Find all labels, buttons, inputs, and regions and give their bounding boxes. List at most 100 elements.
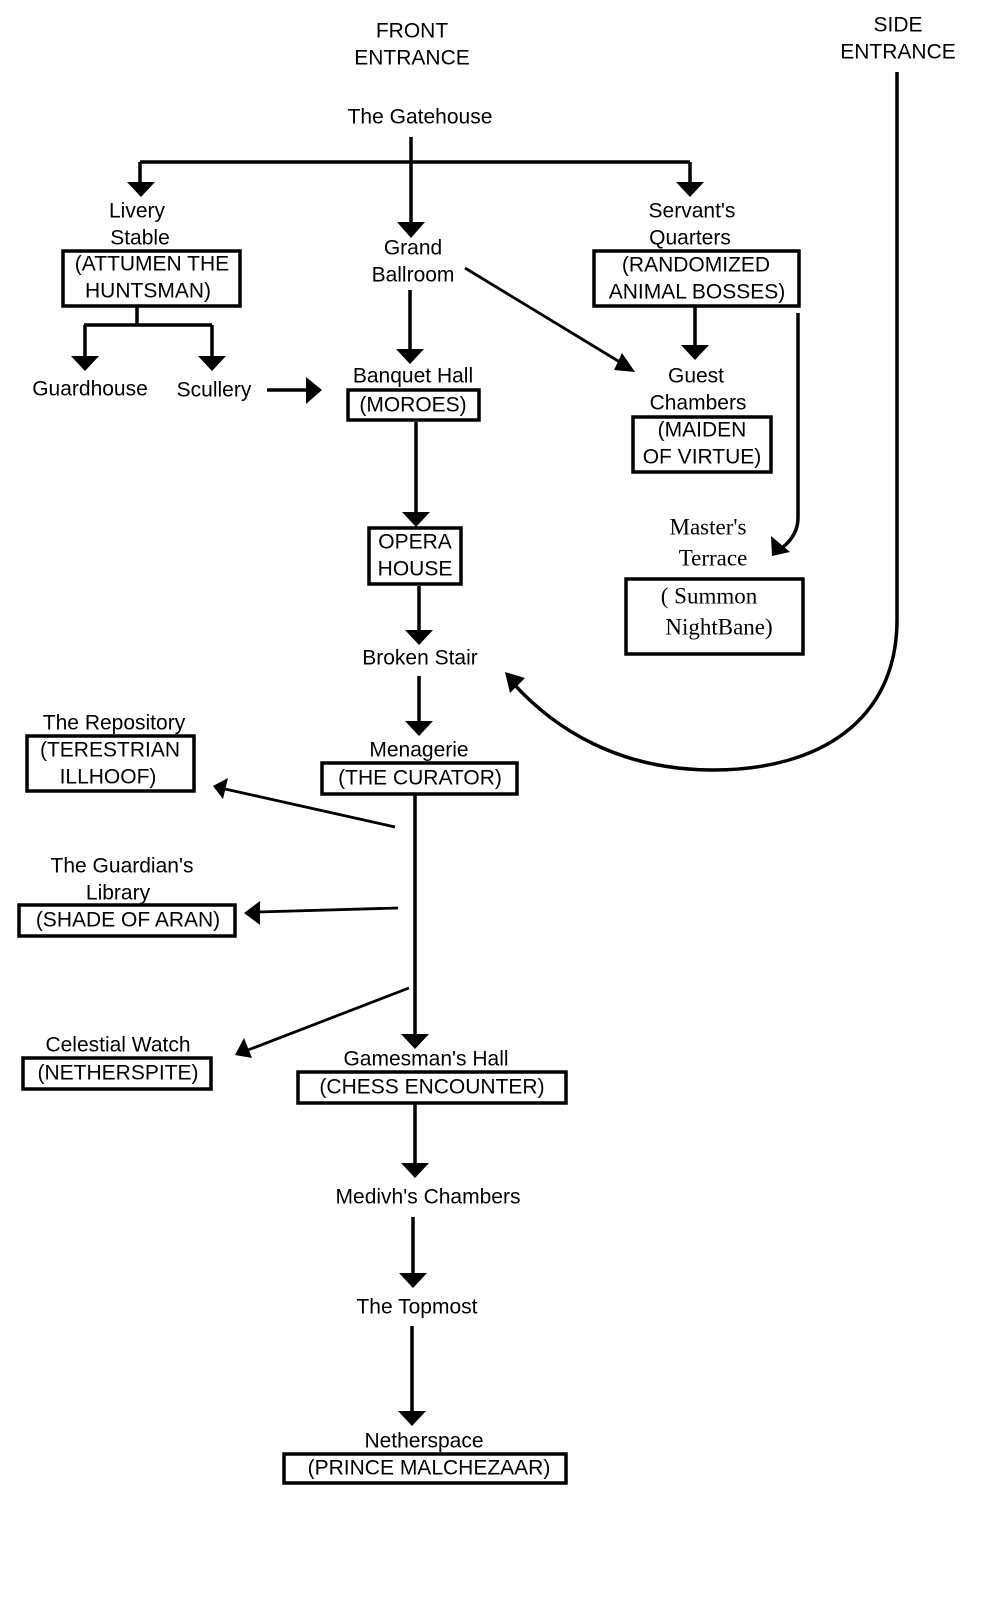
side-entrance-line-2: ENTRANCE	[840, 41, 956, 64]
boss-animal-line-2: ANIMAL BOSSES)	[609, 281, 786, 304]
boss-netherspite: (NETHERSPITE)	[37, 1062, 198, 1085]
connector-servants-terrace	[771, 313, 800, 556]
front-entrance-line-2: ENTRANCE	[354, 47, 470, 70]
node-guardians-library: The Guardian's Library (SHADE OF ARAN)	[17, 855, 237, 938]
arrowhead-icon	[402, 512, 430, 527]
room-livery-stable-line-1: Livery	[109, 200, 166, 223]
boss-box	[61, 249, 242, 308]
room-opera-house-line-1: OPERA	[378, 531, 452, 554]
side-entrance-line-1: SIDE	[873, 14, 922, 37]
connector-line	[83, 306, 214, 357]
room-guest-chambers-line-1: Guest	[668, 365, 724, 388]
node-celestial-watch: Celestial Watch (NETHERSPITE)	[21, 1034, 213, 1091]
room-grand-ballroom-line-2: Ballroom	[372, 264, 455, 287]
connector-topmost-netherspace	[398, 1326, 426, 1426]
connector-menagerie-celestial	[235, 986, 410, 1058]
node-repository: The Repository (TERESTRIAN ILLHOOF)	[25, 712, 196, 793]
node-gamesmans-hall: Gamesman's Hall (CHESS ENCOUNTER)	[296, 1048, 568, 1105]
connector-scullery-banquet	[267, 377, 322, 404]
node-servants-quarters: Servant's Quarters (RANDOMIZED ANIMAL BO…	[592, 200, 801, 308]
room-broken-stair: Broken Stair	[362, 647, 478, 670]
room-guardhouse: Guardhouse	[32, 378, 148, 401]
room-menagerie: Menagerie	[369, 739, 468, 762]
front-entrance-label: FRONT ENTRANCE	[354, 20, 470, 70]
connector-line	[510, 72, 899, 772]
connector-medivh-topmost	[399, 1217, 427, 1288]
arrowhead-icon	[398, 1411, 426, 1426]
connector-line	[224, 787, 396, 829]
boss-box	[320, 761, 519, 796]
boss-animal-line-1: (RANDOMIZED	[622, 254, 770, 277]
boss-box	[282, 1452, 568, 1485]
boss-illhoof-line-1: (TERESTRIAN	[40, 739, 180, 762]
connector-menagerie-trunk	[401, 795, 429, 1049]
connector-line	[464, 266, 629, 369]
boss-nightbane-line-1: ( Summon	[661, 584, 758, 609]
connector-side-entrance-stair	[505, 72, 899, 772]
arrowhead-icon	[198, 356, 226, 371]
connector-stair-menagerie	[405, 676, 433, 736]
arrowhead-icon	[397, 222, 425, 238]
node-netherspace: Netherspace (PRINCE MALCHEZAAR)	[282, 1430, 568, 1485]
connector-line	[247, 986, 410, 1052]
boss-box	[592, 249, 801, 308]
arrowhead-icon	[614, 353, 635, 372]
boss-box	[17, 903, 237, 938]
connector-ballroom-banquet	[396, 290, 424, 364]
room-livery-stable-line-2: Stable	[110, 227, 170, 250]
node-livery-stable: Livery Stable (ATTUMEN THE HUNTSMAN)	[61, 200, 242, 308]
boss-moroes: (MOROES)	[359, 394, 466, 417]
room-guardians-library-line-2: Library	[86, 882, 151, 905]
room-gamesmans-hall: Gamesman's Hall	[343, 1048, 508, 1071]
boss-attumen-line-1: (ATTUMEN THE	[75, 253, 229, 276]
boss-box	[367, 526, 463, 586]
arrowhead-icon	[71, 356, 99, 371]
room-guest-chambers-line-2: Chambers	[650, 392, 747, 415]
connector-livery-split	[71, 306, 226, 371]
room-celestial-watch: Celestial Watch	[45, 1034, 190, 1057]
room-grand-ballroom-line-1: Grand	[384, 237, 442, 260]
boss-curator: (THE CURATOR)	[338, 767, 502, 790]
arrowhead-icon	[401, 1163, 429, 1178]
room-masters-terrace-line-2: Terrace	[679, 546, 748, 571]
boss-box	[631, 415, 773, 474]
room-netherspace: Netherspace	[364, 1430, 483, 1453]
connector-line	[780, 313, 800, 550]
arrowhead-icon	[213, 778, 228, 799]
room-servants-quarters-line-1: Servant's	[649, 200, 736, 223]
boss-box	[25, 734, 196, 793]
node-masters-terrace: Master's Terrace ( Summon NightBane)	[624, 515, 805, 656]
room-banquet-hall: Banquet Hall	[353, 365, 473, 388]
boss-chess: (CHESS ENCOUNTER)	[319, 1076, 544, 1099]
boss-illhoof-line-2: ILLHOOF)	[60, 766, 157, 789]
arrowhead-icon	[127, 182, 155, 197]
room-servants-quarters-line-2: Quarters	[649, 227, 731, 250]
arrowhead-icon	[399, 1273, 427, 1288]
arrowhead-icon	[676, 182, 704, 197]
arrowhead-icon	[396, 349, 424, 364]
connector-banquet-opera	[402, 422, 430, 527]
arrowhead-icon	[306, 377, 322, 404]
boss-box	[21, 1056, 213, 1091]
node-menagerie: Menagerie (THE CURATOR)	[320, 739, 519, 796]
boss-maiden-line-2: OF VIRTUE)	[643, 446, 762, 469]
arrowhead-icon	[244, 901, 260, 925]
node-opera-house: OPERA HOUSE	[367, 526, 463, 586]
arrowhead-icon	[235, 1038, 252, 1058]
side-entrance-label: SIDE ENTRANCE	[840, 14, 956, 64]
node-guest-chambers: Guest Chambers (MAIDEN OF VIRTUE)	[631, 365, 773, 474]
room-medivhs-chambers: Medivh's Chambers	[336, 1186, 521, 1209]
front-entrance-line-1: FRONT	[376, 20, 448, 43]
connector-gamesman-medivh	[401, 1104, 429, 1178]
boss-box	[296, 1070, 568, 1105]
room-scullery: Scullery	[177, 379, 252, 402]
connector-line	[257, 906, 399, 914]
boss-malchezaar: (PRINCE MALCHEZAAR)	[308, 1457, 551, 1480]
connector-menagerie-repository	[213, 778, 396, 829]
arrowhead-icon	[771, 536, 790, 556]
arrowhead-icon	[405, 721, 433, 736]
room-repository: The Repository	[43, 712, 186, 735]
connector-opera-stair	[405, 586, 433, 645]
boss-maiden-line-1: (MAIDEN	[658, 419, 747, 442]
node-grand-ballroom: Grand Ballroom	[372, 237, 455, 287]
